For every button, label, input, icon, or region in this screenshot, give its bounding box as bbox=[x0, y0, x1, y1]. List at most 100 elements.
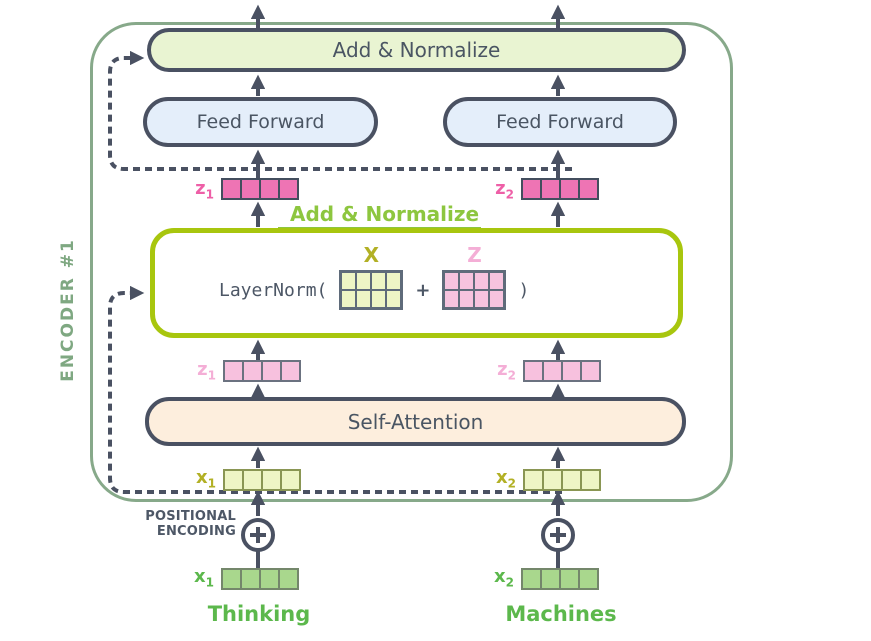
label-sub: 1 bbox=[207, 368, 216, 383]
residual-dashed-path-top bbox=[108, 50, 572, 171]
matrix-cell bbox=[489, 272, 505, 290]
vector-cell bbox=[223, 180, 240, 198]
z1-mid-vector bbox=[223, 360, 301, 382]
z2-top-label: z2 bbox=[474, 178, 514, 202]
label-base: x bbox=[494, 566, 506, 587]
vector-cell bbox=[259, 180, 278, 198]
matrix-cell bbox=[371, 290, 387, 308]
vector-cell bbox=[559, 180, 578, 198]
vector-cell bbox=[242, 471, 261, 489]
label-base: z bbox=[497, 359, 508, 380]
matrix-cell bbox=[386, 290, 402, 308]
z2-top-vector bbox=[521, 178, 599, 200]
vector-cell bbox=[525, 471, 542, 489]
layernorm-block: LayerNorm( X + Z ) bbox=[150, 228, 683, 338]
matrix-cell bbox=[459, 290, 475, 308]
vector-cell bbox=[242, 362, 261, 380]
positional-encoding-line2: ENCODING bbox=[156, 524, 236, 539]
vector-cell bbox=[261, 362, 280, 380]
vector-cell bbox=[225, 362, 242, 380]
matrix-cell bbox=[341, 272, 357, 290]
x1-mid-label: x1 bbox=[176, 467, 216, 491]
feed-forward-left-label: Feed Forward bbox=[196, 111, 325, 133]
label-sub: 1 bbox=[207, 476, 216, 491]
label-sub: 1 bbox=[205, 575, 214, 590]
add-normalize-mid-title: Add & Normalize bbox=[278, 202, 482, 230]
matrix-cell bbox=[444, 272, 460, 290]
feed-forward-left-block: Feed Forward bbox=[143, 97, 378, 147]
add-normalize-top-block: Add & Normalize bbox=[147, 28, 686, 72]
matrix-cell bbox=[444, 290, 460, 308]
label-sub: 2 bbox=[505, 187, 514, 202]
vector-cell bbox=[523, 180, 540, 198]
residual-dashed-path-bottom bbox=[108, 285, 562, 494]
z1-mid-label: z1 bbox=[176, 359, 216, 383]
plus-icon bbox=[250, 527, 266, 543]
layernorm-prefix: LayerNorm( bbox=[219, 279, 328, 301]
matrix-cell bbox=[371, 272, 387, 290]
vector-cell bbox=[280, 471, 299, 489]
label-sub: 2 bbox=[507, 476, 516, 491]
vector-cell bbox=[280, 362, 299, 380]
vector-cell bbox=[578, 180, 597, 198]
label-sub: 2 bbox=[507, 368, 516, 383]
vector-cell bbox=[561, 471, 580, 489]
feed-forward-right-block: Feed Forward bbox=[443, 97, 677, 147]
x1-mid-vector bbox=[223, 469, 301, 491]
add-normalize-top-label: Add & Normalize bbox=[332, 38, 501, 62]
x2-mid-vector bbox=[523, 469, 601, 491]
z-matrix-group: Z bbox=[442, 243, 507, 310]
matrix-cell bbox=[341, 290, 357, 308]
self-attention-label: Self-Attention bbox=[347, 409, 484, 434]
label-base: x bbox=[496, 467, 508, 488]
vector-cell bbox=[278, 180, 297, 198]
x-matrix-label: X bbox=[363, 243, 380, 267]
x1-embedding-label: x1 bbox=[174, 566, 214, 590]
vector-cell bbox=[578, 570, 597, 588]
z1-top-label: z1 bbox=[174, 178, 214, 202]
feed-forward-right-label: Feed Forward bbox=[496, 111, 624, 133]
matrix-cell bbox=[356, 272, 372, 290]
vector-cell bbox=[278, 570, 297, 588]
plus-operator: + bbox=[415, 279, 431, 301]
z2-mid-vector bbox=[523, 360, 601, 382]
vector-cell bbox=[261, 471, 280, 489]
layernorm-formula: LayerNorm( X + Z ) bbox=[219, 243, 530, 310]
x2-embedding-label: x2 bbox=[474, 566, 514, 590]
encoder-title: ENCODER #1 bbox=[58, 238, 78, 382]
label-sub: 2 bbox=[505, 575, 514, 590]
matrix-cell bbox=[474, 272, 490, 290]
vector-cell bbox=[240, 180, 259, 198]
layernorm-suffix: ) bbox=[518, 279, 530, 301]
vector-cell bbox=[240, 570, 259, 588]
matrix-cell bbox=[489, 290, 505, 308]
vector-cell bbox=[542, 362, 561, 380]
z2-mid-label: z2 bbox=[476, 359, 516, 383]
vector-cell bbox=[580, 362, 599, 380]
vector-cell bbox=[559, 570, 578, 588]
x-matrix bbox=[339, 270, 404, 310]
vector-cell bbox=[225, 471, 242, 489]
input-word-right: Machines bbox=[505, 602, 617, 626]
x2-embedding-vector bbox=[521, 568, 599, 590]
vector-cell bbox=[523, 570, 540, 588]
vector-cell bbox=[540, 180, 559, 198]
vector-cell bbox=[580, 471, 599, 489]
z-matrix bbox=[442, 270, 507, 310]
vector-cell bbox=[525, 362, 542, 380]
label-base: z bbox=[195, 178, 206, 199]
matrix-cell bbox=[356, 290, 372, 308]
input-word-left: Thinking bbox=[207, 602, 311, 626]
vector-cell bbox=[259, 570, 278, 588]
plus-icon bbox=[550, 527, 566, 543]
z1-top-vector bbox=[221, 178, 299, 200]
positional-encoding-caption: POSITIONAL ENCODING bbox=[96, 509, 236, 539]
label-base: z bbox=[495, 178, 506, 199]
label-base: x bbox=[194, 566, 206, 587]
encoder-boundary-box bbox=[90, 22, 733, 502]
x1-embedding-vector bbox=[221, 568, 299, 590]
matrix-cell bbox=[386, 272, 402, 290]
matrix-cell bbox=[474, 290, 490, 308]
vector-cell bbox=[223, 570, 240, 588]
